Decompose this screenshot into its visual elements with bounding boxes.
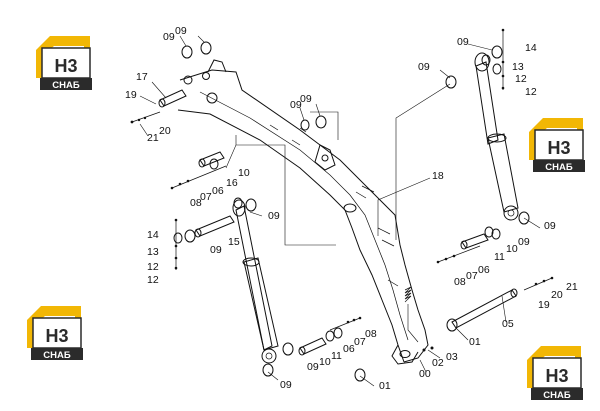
logo-caption: СНАБ (543, 390, 571, 401)
small-parts (130, 28, 554, 382)
part-label: 18 (432, 170, 444, 182)
part-label: 14 (525, 42, 537, 54)
part-label: 20 (551, 289, 563, 301)
part-label: 09 (457, 36, 469, 48)
part-label: 10 (319, 356, 331, 368)
part-label: 10 (238, 167, 250, 179)
part-label: 06 (212, 185, 224, 197)
part-label: 12 (147, 261, 159, 273)
part-label: 21 (566, 281, 578, 293)
part-label: 16 (226, 177, 238, 189)
logo-mark: H3 (45, 326, 68, 346)
part-label: 17 (136, 71, 148, 83)
part-label: 09 (280, 379, 292, 391)
logo-badge: H3 СНАБ (26, 305, 84, 361)
part-label: 13 (147, 246, 159, 258)
part-label: 09 (210, 244, 222, 256)
part-label: 08 (454, 276, 466, 288)
part-label: 09 (268, 210, 280, 222)
logo-mark: H3 (54, 56, 77, 76)
part-label: 01 (469, 336, 481, 348)
logo-badge: H3 СНАБ (526, 345, 584, 401)
part-label: 09 (418, 61, 430, 73)
part-label: 09 (544, 220, 556, 232)
part-label: 12 (147, 274, 159, 286)
part-label: 07 (466, 270, 478, 282)
part-label: 09 (518, 236, 530, 248)
part-label: 03 (446, 351, 458, 363)
part-label: 09 (163, 31, 175, 43)
part-label: 12 (525, 86, 537, 98)
part-label: 21 (147, 132, 159, 144)
part-labels: 09 09 17 19 21 20 09 09 09 14 09 13 12 1… (125, 25, 578, 392)
part-label: 12 (515, 73, 527, 85)
right-hydraulic-cylinder (474, 52, 519, 221)
part-label: 09 (300, 93, 312, 105)
part-label: 07 (200, 191, 212, 203)
logo-caption: СНАБ (52, 80, 80, 91)
part-label: 19 (125, 89, 137, 101)
logo-caption: СНАБ (545, 162, 573, 173)
leader-lines (139, 35, 541, 387)
left-hydraulic-cylinder (232, 197, 279, 364)
part-label: 05 (502, 318, 514, 330)
part-label: 15 (228, 236, 240, 248)
logo-badge: H3 СНАБ (35, 35, 93, 91)
part-label: 14 (147, 229, 159, 241)
part-label: 09 (307, 361, 319, 373)
boom-arm (177, 59, 429, 365)
part-label: 07 (354, 336, 366, 348)
part-label: 01 (379, 380, 391, 392)
part-label: 08 (190, 197, 202, 209)
part-label: 20 (159, 125, 171, 137)
part-label: 06 (343, 343, 355, 355)
logo-caption: СНАБ (43, 350, 71, 361)
logo-mark: H3 (547, 138, 570, 158)
part-label: 11 (494, 251, 505, 263)
part-label: 09 (175, 25, 187, 37)
part-label: 06 (478, 264, 490, 276)
logo-mark: H3 (545, 366, 568, 386)
part-label: 09 (290, 99, 302, 111)
part-label: 10 (506, 243, 518, 255)
part-label: 00 (419, 368, 431, 380)
part-label: 11 (331, 350, 342, 362)
logo-badge: H3 СНАБ (528, 117, 586, 173)
part-label: 13 (512, 61, 524, 73)
part-label: 08 (365, 328, 377, 340)
part-label: 02 (432, 357, 444, 369)
part-label: 19 (538, 299, 550, 311)
